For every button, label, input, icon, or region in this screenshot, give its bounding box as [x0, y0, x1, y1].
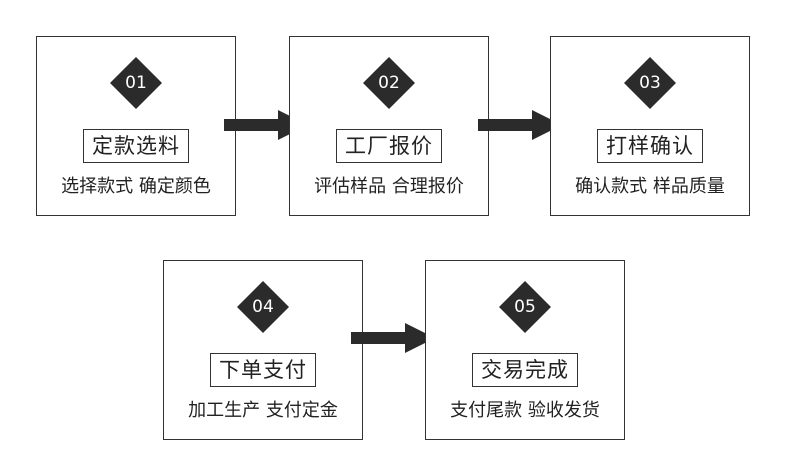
step-number: 03 — [639, 73, 661, 93]
diamond-icon — [499, 281, 551, 333]
diamond-icon — [624, 57, 676, 109]
step-title: 交易完成 — [472, 353, 578, 387]
step-card-05: 05 交易完成 支付尾款 验收发货 — [425, 260, 625, 440]
step-badge-02: 02 — [361, 55, 417, 111]
diamond-icon — [110, 57, 162, 109]
step-subtitle: 评估样品 合理报价 — [314, 176, 464, 197]
step-badge-03: 03 — [622, 55, 678, 111]
diamond-icon — [237, 281, 289, 333]
step-number: 04 — [252, 297, 274, 317]
step-title: 定款选料 — [83, 129, 189, 163]
step-title: 下单支付 — [210, 353, 316, 387]
step-badge-05: 05 — [497, 279, 553, 335]
step-title: 工厂报价 — [336, 129, 442, 163]
step-title: 打样确认 — [597, 129, 703, 163]
step-subtitle: 支付尾款 验收发货 — [450, 400, 600, 421]
diamond-icon — [363, 57, 415, 109]
arrow-right-icon — [478, 110, 562, 144]
step-subtitle: 加工生产 支付定金 — [188, 400, 338, 421]
arrow-right-icon — [351, 323, 435, 357]
step-card-04: 04 下单支付 加工生产 支付定金 — [163, 260, 363, 440]
step-subtitle: 选择款式 确定颜色 — [61, 176, 211, 197]
step-badge-04: 04 — [235, 279, 291, 335]
step-number: 01 — [125, 73, 147, 93]
step-card-01: 01 定款选料 选择款式 确定颜色 — [36, 36, 236, 216]
step-number: 02 — [378, 73, 400, 93]
step-card-02: 02 工厂报价 评估样品 合理报价 — [289, 36, 489, 216]
step-card-03: 03 打样确认 确认款式 样品质量 — [550, 36, 750, 216]
step-subtitle: 确认款式 样品质量 — [575, 176, 725, 197]
arrow-right-icon — [224, 110, 308, 144]
step-badge-01: 01 — [108, 55, 164, 111]
step-number: 05 — [514, 297, 536, 317]
